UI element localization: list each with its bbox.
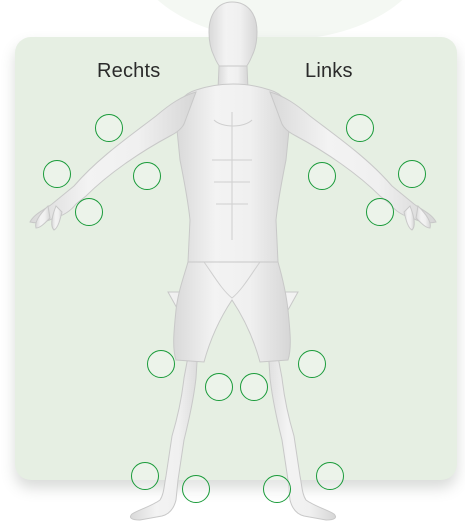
joint-marker-left-ankle-outer[interactable] bbox=[316, 462, 344, 490]
joint-marker-left-shoulder[interactable] bbox=[346, 114, 374, 142]
joint-marker-left-wrist-outer[interactable] bbox=[398, 160, 426, 188]
joint-marker-right-knee-outer[interactable] bbox=[147, 350, 175, 378]
joint-marker-right-hand[interactable] bbox=[75, 198, 103, 226]
joint-marker-left-hand[interactable] bbox=[366, 198, 394, 226]
label-left: Links bbox=[305, 60, 353, 83]
joint-marker-right-wrist-outer[interactable] bbox=[43, 160, 71, 188]
joint-marker-left-knee-outer[interactable] bbox=[298, 350, 326, 378]
joint-marker-left-knee-inner[interactable] bbox=[240, 373, 268, 401]
joint-marker-right-knee-inner[interactable] bbox=[205, 373, 233, 401]
joint-marker-left-ankle-inner[interactable] bbox=[263, 475, 291, 503]
label-right: Rechts bbox=[97, 60, 160, 83]
joint-marker-right-ankle-inner[interactable] bbox=[182, 475, 210, 503]
joint-marker-right-elbow[interactable] bbox=[133, 162, 161, 190]
joint-marker-left-elbow[interactable] bbox=[308, 162, 336, 190]
joint-marker-right-shoulder[interactable] bbox=[95, 114, 123, 142]
joint-marker-right-ankle-outer[interactable] bbox=[131, 462, 159, 490]
